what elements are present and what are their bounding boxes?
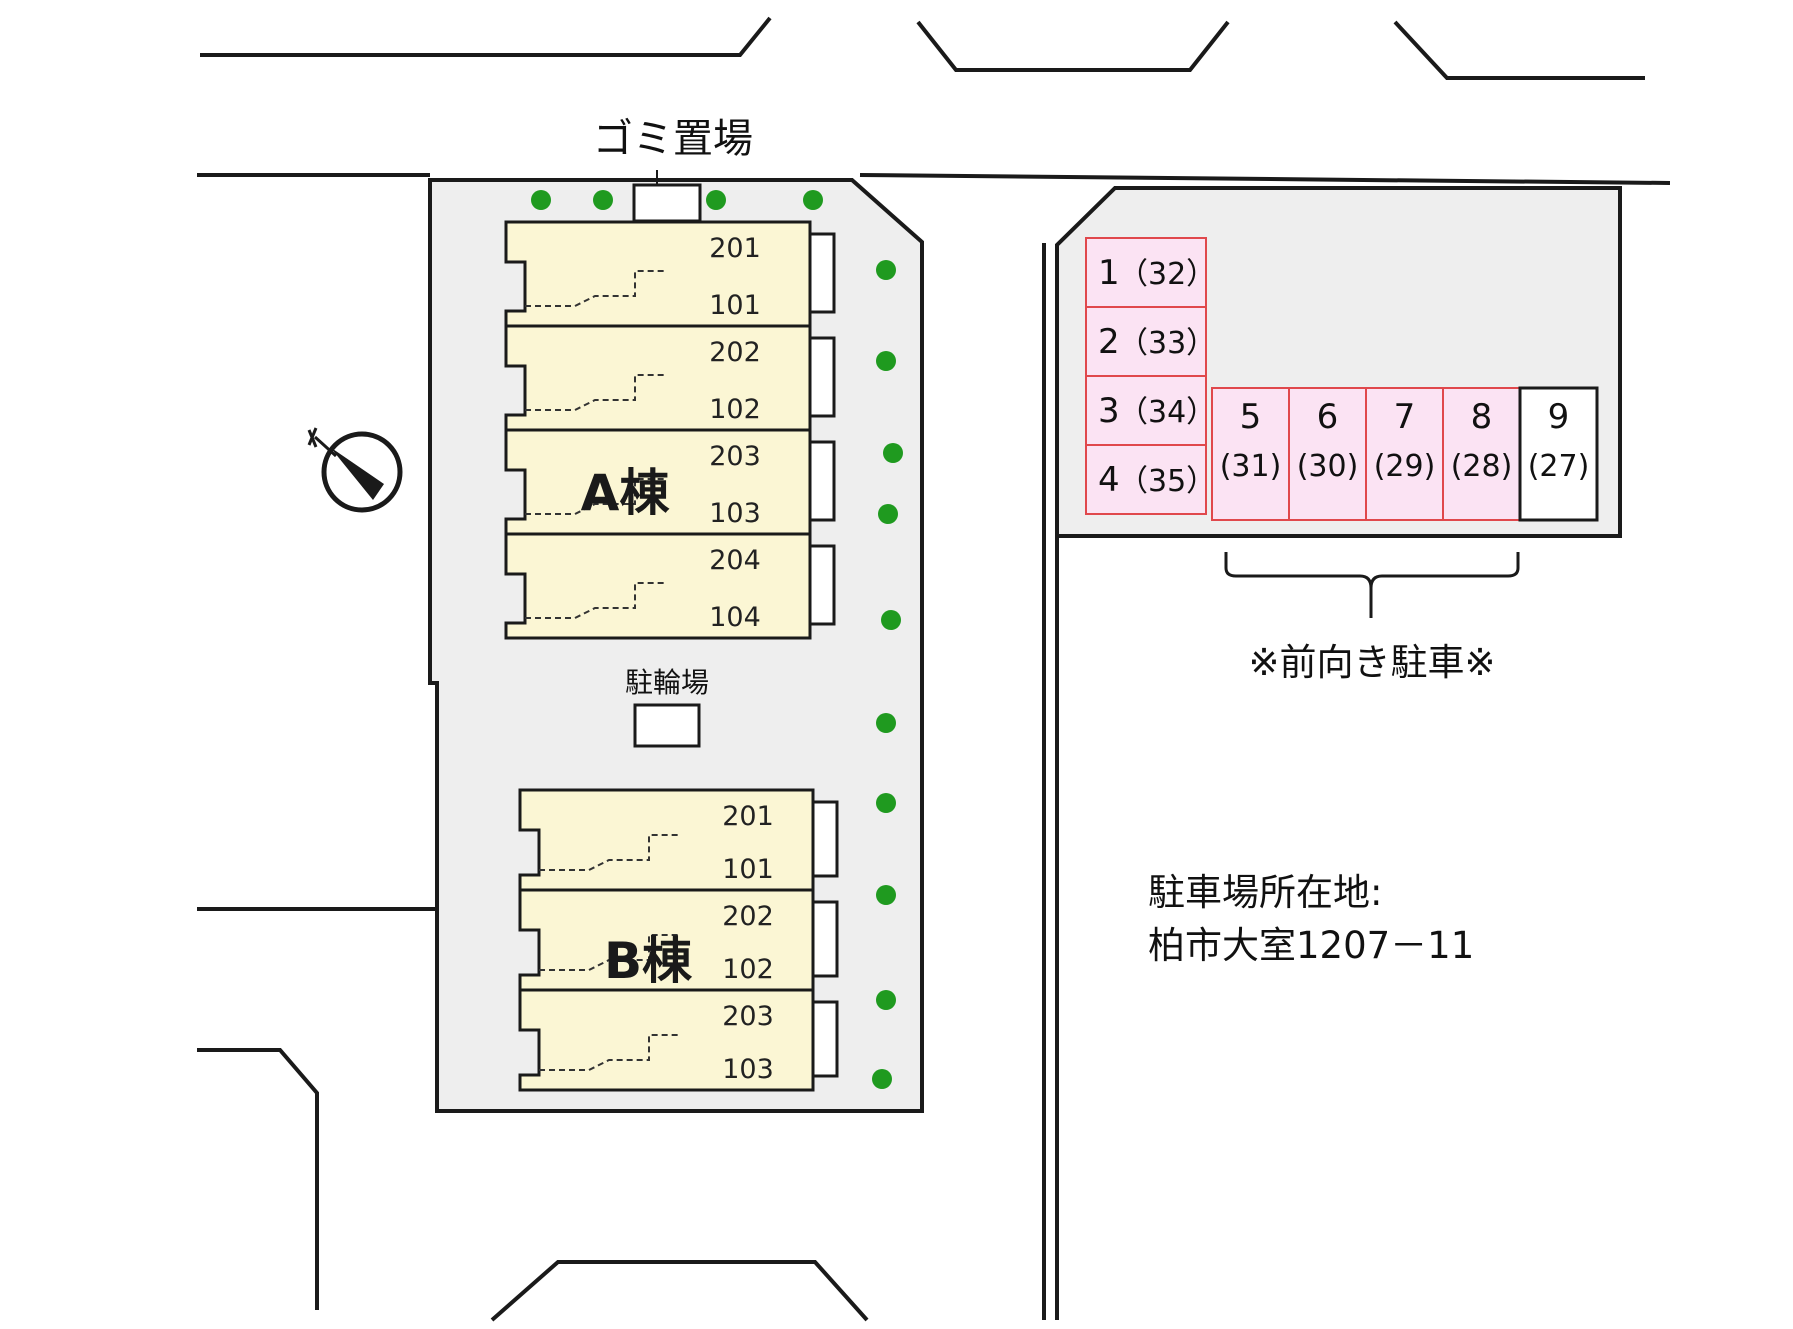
front-parking-note: ※前向き駐車※: [1248, 641, 1495, 684]
parking-space-8: 8 (28): [1442, 387, 1521, 521]
tree-10: [876, 713, 896, 733]
building-b-name: B棟: [604, 932, 693, 990]
parking-space-5-ref: (31): [1220, 449, 1282, 484]
parking-space-2: 2（33）: [1085, 306, 1216, 377]
parking-space-1-number: 1: [1098, 253, 1120, 293]
building-a-unit-1-balcony: [808, 232, 836, 314]
tree-3: [706, 190, 726, 210]
building-b-unit-1-balcony: [811, 800, 839, 878]
parking-space-3: 3（34）: [1085, 375, 1216, 446]
tree-5: [876, 260, 896, 280]
north-arrow-icon: [307, 427, 403, 513]
building-b-room-201: 201: [722, 801, 774, 832]
garbage-station: ゴミ置場: [593, 116, 753, 223]
building-b-room-202: 202: [722, 901, 774, 932]
tree-14: [872, 1069, 892, 1089]
building-b: 201 101 202 102 203 103: [518, 788, 839, 1092]
parking-space-6-number: 6: [1317, 397, 1339, 437]
parking-space-4: 4（35）: [1085, 444, 1216, 515]
parking-space-6: 6 (30): [1288, 387, 1367, 521]
building-a: 201 101 202 102 203 103 204 104: [504, 220, 836, 640]
parking-space-2-number: 2: [1098, 322, 1120, 362]
parking-location-title: 駐車場所在地:: [1148, 871, 1382, 914]
tree-7: [883, 443, 903, 463]
trees: [531, 190, 903, 1089]
parking-space-3-number: 3: [1098, 391, 1120, 431]
building-a-room-104: 104: [709, 602, 761, 633]
parking-spaces: 1（32）2（33）3（34）4（35）5(31)6(30)7(29)8(28)…: [1085, 237, 1599, 522]
tree-1: [531, 190, 551, 210]
building-a-room-204: 204: [709, 545, 761, 576]
tree-11: [876, 793, 896, 813]
parking-space-7-ref: (29): [1374, 449, 1436, 484]
parking-location-address: 柏市大室1207－11: [1148, 924, 1474, 967]
parking-space-7-number: 7: [1394, 397, 1416, 437]
parking-space-6-ref: (30): [1297, 449, 1359, 484]
building-a-unit-2: 202 102: [504, 324, 836, 432]
building-a-unit-3-balcony: [808, 440, 836, 522]
parking-space-8-ref: (28): [1451, 449, 1513, 484]
parking-space-9-number: 9: [1548, 397, 1570, 437]
tree-2: [593, 190, 613, 210]
parking-brace: [1224, 552, 1520, 618]
tree-8: [878, 504, 898, 524]
parking-space-4-number: 4: [1098, 460, 1120, 500]
parking-space-9-ref: (27): [1528, 449, 1590, 484]
building-a-unit-2-balcony: [808, 336, 836, 418]
parking-space-1: 1（32）: [1085, 237, 1216, 308]
parking-space-7: 7 (29): [1365, 387, 1444, 521]
building-b-room-102: 102: [722, 954, 774, 985]
building-b-unit-1-layout-line: [539, 834, 679, 871]
building-b-unit-2-balcony: [811, 900, 839, 978]
building-b-unit-1: 201 101: [518, 788, 839, 892]
building-b-room-101: 101: [722, 854, 774, 885]
building-a-unit-3-layout-line: [525, 478, 665, 515]
building-a-room-102: 102: [709, 394, 761, 425]
parking-space-9: 9 (27): [1518, 386, 1599, 522]
building-a-room-101: 101: [709, 290, 761, 321]
tree-9: [881, 610, 901, 630]
building-a-room-201: 201: [709, 233, 761, 264]
building-a-unit-2-layout-line: [525, 374, 665, 411]
building-b-unit-2: 202 102: [518, 888, 839, 992]
building-b-room-203: 203: [722, 1001, 774, 1032]
building-a-unit-4: 204 104: [504, 532, 836, 640]
parking-space-5-number: 5: [1240, 397, 1262, 437]
tree-13: [876, 990, 896, 1010]
parking-space-8-number: 8: [1471, 397, 1493, 437]
building-a-room-203: 203: [709, 441, 761, 472]
building-b-unit-2-layout-line: [539, 934, 679, 971]
bicycle-parking: 駐輪場: [625, 666, 709, 748]
garbage-label: ゴミ置場: [593, 116, 753, 162]
tree-4: [803, 190, 823, 210]
parking-space-1-ref: （32）: [1118, 257, 1216, 292]
building-b-unit-3: 203 103: [518, 988, 839, 1092]
building-a-unit-1-layout-line: [525, 270, 665, 307]
bicycle-parking-label: 駐輪場: [625, 666, 709, 699]
parking-space-2-ref: （33）: [1118, 326, 1216, 361]
building-b-room-103: 103: [722, 1054, 774, 1085]
tree-6: [876, 351, 896, 371]
building-a-name: A棟: [581, 464, 671, 522]
parking-space-4-ref: （35）: [1118, 464, 1216, 499]
tree-12: [876, 885, 896, 905]
building-a-unit-4-layout-line: [525, 582, 665, 619]
parking-space-3-ref: （34）: [1118, 395, 1216, 430]
building-b-unit-3-layout-line: [539, 1034, 679, 1071]
parking-space-5: 5 (31): [1211, 387, 1290, 521]
building-a-unit-3: 203 103: [504, 428, 836, 536]
building-a-room-103: 103: [709, 498, 761, 529]
building-a-unit-1: 201 101: [504, 220, 836, 328]
building-a-room-202: 202: [709, 337, 761, 368]
building-a-unit-4-balcony: [808, 544, 836, 626]
building-b-unit-3-balcony: [811, 1000, 839, 1078]
